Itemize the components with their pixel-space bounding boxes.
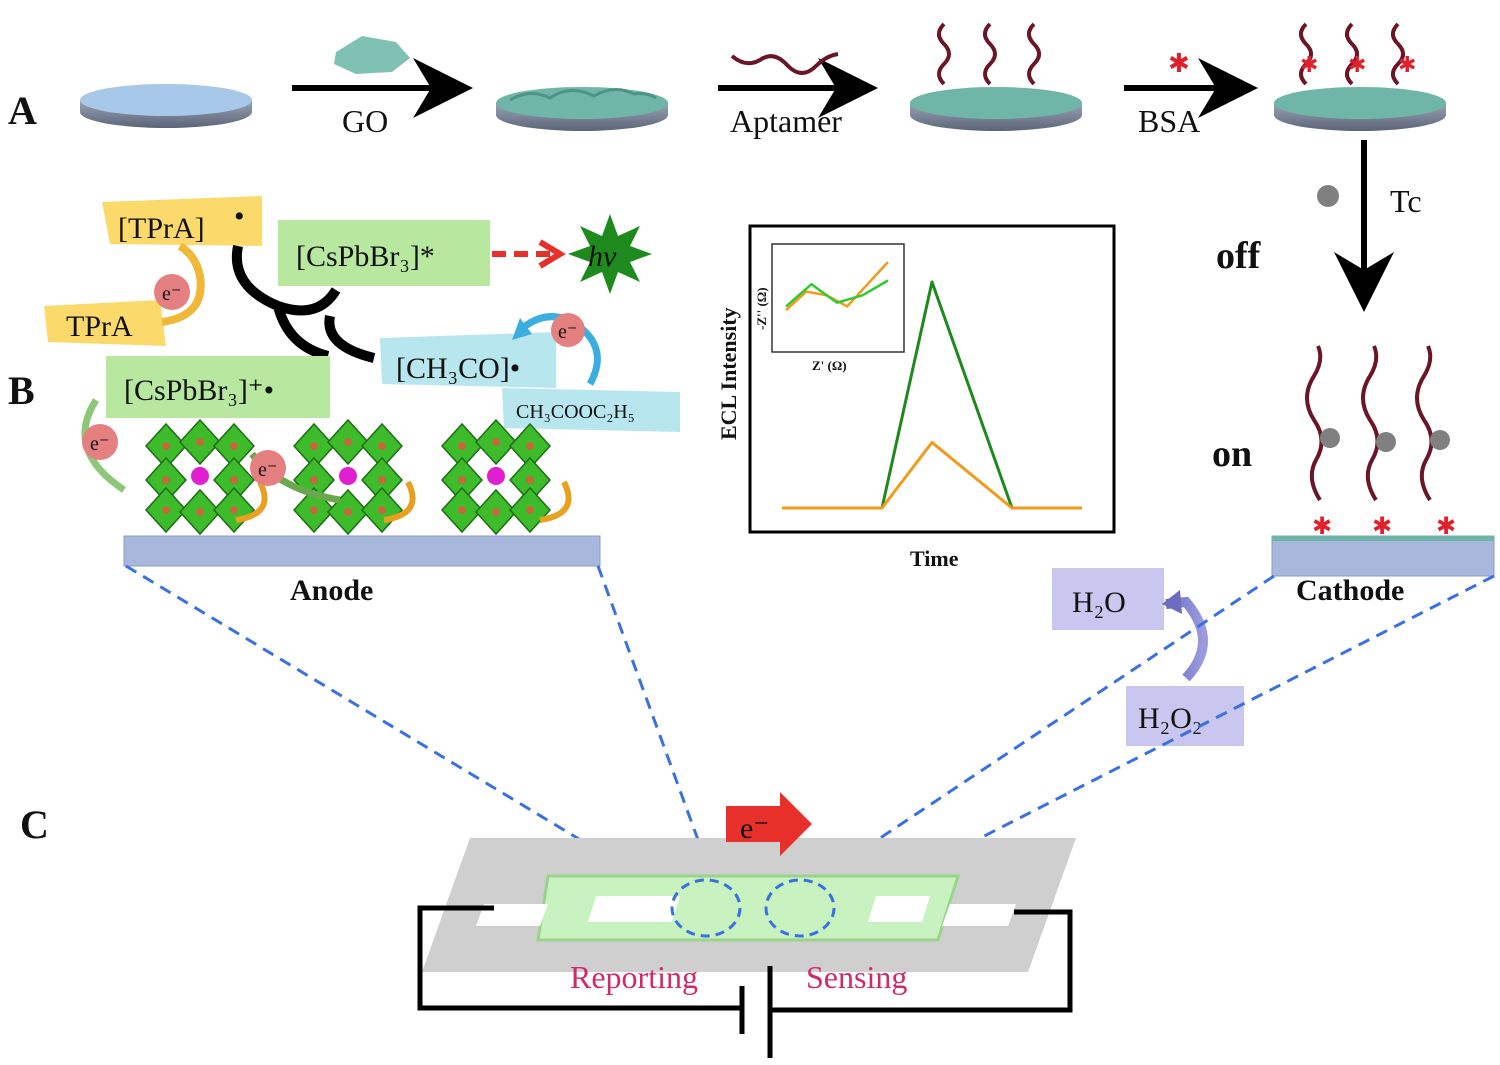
label-reporting: Reporting bbox=[570, 959, 698, 995]
reservoir-right bbox=[868, 896, 930, 922]
ecl-series-1 bbox=[782, 440, 1082, 510]
eis-series-0 bbox=[785, 261, 889, 312]
cathode-aptamers: ✱ ✱ ✱ bbox=[1305, 345, 1456, 540]
go-electrode-disc bbox=[496, 87, 668, 131]
label-bsa: BSA bbox=[1138, 103, 1200, 139]
label-go: GO bbox=[342, 103, 388, 139]
cspbbr3-excited-box bbox=[278, 220, 490, 286]
label-tpra-radical: [TPrA] bbox=[118, 212, 205, 245]
label-tpra-dot: • bbox=[234, 200, 245, 233]
aptamer-electrode-disc bbox=[910, 22, 1082, 131]
eis-series-1 bbox=[785, 279, 889, 308]
label-cspbbr3-excited: [CsPbBr₃]* bbox=[296, 240, 435, 273]
panel-letter-b: B bbox=[8, 368, 35, 413]
ch3co-box bbox=[380, 332, 556, 388]
anode-plate bbox=[123, 535, 601, 567]
label-on: on bbox=[1212, 433, 1252, 475]
label-anode: Anode bbox=[290, 574, 373, 607]
electron-flow-arrow bbox=[726, 792, 812, 856]
svg-text:✱: ✱ bbox=[1398, 53, 1416, 78]
svg-text:e⁻: e⁻ bbox=[90, 433, 109, 455]
svg-text:✱: ✱ bbox=[1348, 53, 1366, 78]
svg-text:✱: ✱ bbox=[1436, 512, 1456, 540]
label-ch3co: [CH₃CO]• bbox=[396, 352, 520, 385]
svg-text:✱: ✱ bbox=[1312, 512, 1332, 540]
perovskite-crystals bbox=[144, 418, 572, 536]
label-off: off bbox=[1216, 235, 1262, 277]
crystal-cluster bbox=[144, 418, 256, 536]
label-h2o2: H₂O₂ bbox=[1138, 702, 1202, 735]
crystal-cluster bbox=[440, 418, 552, 536]
label-tc: Tc bbox=[1390, 183, 1422, 219]
inset-ylabel: -Z'' (Ω) bbox=[754, 287, 769, 330]
h2o-box bbox=[1052, 568, 1164, 630]
oxidation-arrow bbox=[235, 480, 268, 523]
sensing-pole-marker bbox=[764, 878, 836, 938]
reaction-curve bbox=[231, 245, 376, 363]
tpra-oxidation-arrow bbox=[161, 242, 205, 326]
svg-text:e⁻: e⁻ bbox=[258, 459, 277, 481]
bare-electrode-disc bbox=[80, 84, 252, 128]
bsa-electrode-disc: ✱ ✱ ✱ bbox=[1274, 22, 1446, 131]
panel-letter-a: A bbox=[8, 88, 37, 133]
label-sensing: Sensing bbox=[806, 959, 907, 995]
go-flake-icon bbox=[334, 36, 410, 74]
panel-letter-c: C bbox=[20, 802, 49, 847]
svg-text:e⁻: e⁻ bbox=[558, 321, 577, 343]
oxidation-arrow bbox=[539, 480, 572, 523]
label-h2o: H₂O bbox=[1072, 586, 1126, 619]
ethyl-acetate-box bbox=[502, 388, 680, 432]
aptamer-strand-icon bbox=[730, 52, 839, 75]
cathode-plate bbox=[1271, 535, 1495, 577]
label-aptamer: Aptamer bbox=[730, 103, 842, 139]
label-cspbbr3-cation: [CsPbBr₃]⁺• bbox=[124, 374, 274, 407]
cspbbr3-cation-box bbox=[106, 356, 330, 418]
tpra-radical-box bbox=[102, 196, 262, 246]
ecl-series bbox=[782, 280, 1082, 510]
reservoir-left bbox=[588, 896, 680, 922]
tc-molecule-icon bbox=[1317, 185, 1339, 207]
label-electron-flow: e⁻ bbox=[740, 812, 769, 845]
tpra-box bbox=[44, 300, 166, 346]
reporting-pole-marker bbox=[670, 878, 742, 938]
eis-inset-series bbox=[785, 261, 889, 312]
inset-xlabel: Z' (Ω) bbox=[812, 358, 847, 373]
bsa-star-icon: ✱ bbox=[1168, 49, 1190, 79]
oxidation-arrow bbox=[383, 480, 416, 523]
svg-text:e⁻: e⁻ bbox=[162, 283, 181, 305]
svg-text:✱: ✱ bbox=[1372, 512, 1392, 540]
power-circuit bbox=[417, 905, 1073, 1058]
label-tpra: TPrA bbox=[66, 310, 133, 343]
h2o2-box bbox=[1126, 686, 1244, 746]
electron-bubble bbox=[154, 274, 190, 310]
eis-inset-frame bbox=[771, 243, 905, 353]
label-cathode: Cathode bbox=[1296, 574, 1404, 607]
reduction-arrow bbox=[1165, 596, 1208, 682]
photon-burst-icon bbox=[568, 214, 652, 294]
ecl-ylabel: ECL Intensity bbox=[716, 307, 741, 440]
label-hv: hν bbox=[588, 240, 617, 273]
label-ethyl-acetate: CH₃COOC₂H₅ bbox=[516, 401, 635, 423]
ecl-xlabel: Time bbox=[910, 546, 959, 571]
svg-text:✱: ✱ bbox=[1300, 53, 1318, 78]
